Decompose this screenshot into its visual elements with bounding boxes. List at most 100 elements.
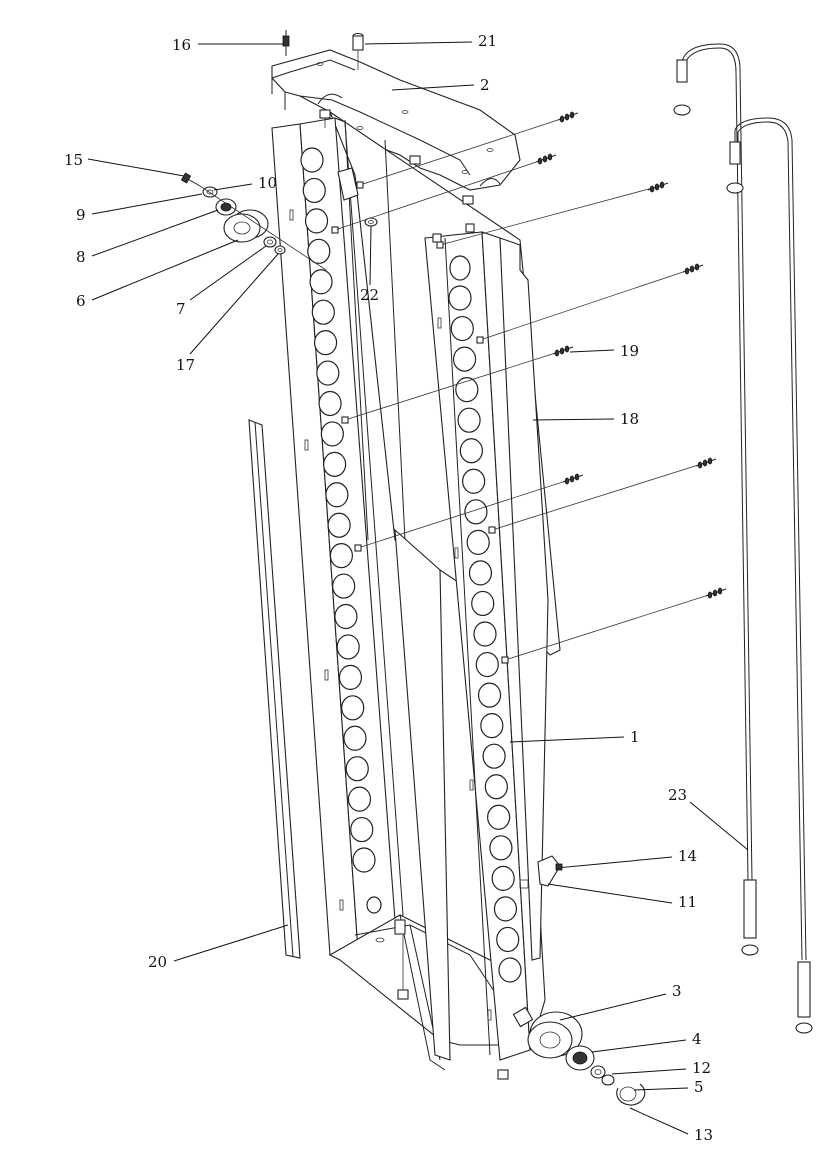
cup-hole xyxy=(496,926,520,953)
callout-number-9: 9 xyxy=(76,206,86,224)
screw-icon xyxy=(436,181,669,249)
circlip-icon xyxy=(616,1083,646,1106)
cup-hole xyxy=(311,299,335,325)
cup-hole xyxy=(450,315,474,342)
bearing-icon xyxy=(565,1045,595,1071)
callout-number-23: 23 xyxy=(668,786,687,804)
cup-hole xyxy=(455,377,479,403)
nut-icon xyxy=(497,1069,509,1080)
cup-hole xyxy=(341,695,365,721)
callout-number-21: 21 xyxy=(478,32,497,50)
screw-icon xyxy=(354,473,584,552)
cup-hole xyxy=(338,664,363,690)
cup-hole xyxy=(347,786,372,812)
leader-line-4 xyxy=(591,1039,687,1053)
callout-number-18: 18 xyxy=(620,410,639,428)
leader-line-21 xyxy=(364,41,473,45)
cup-hole xyxy=(300,147,324,173)
callout-number-2: 2 xyxy=(480,76,490,94)
nut-icon xyxy=(364,217,378,227)
callout-number-13: 13 xyxy=(694,1126,713,1144)
leader-line-13 xyxy=(629,1107,689,1135)
callout-number-17: 17 xyxy=(176,356,195,374)
cup-hole xyxy=(332,573,356,599)
leader-line-8 xyxy=(91,209,219,257)
cup-hole xyxy=(489,835,513,861)
nut-icon xyxy=(462,195,474,205)
washer-icon xyxy=(202,186,218,198)
strip-part xyxy=(248,419,301,959)
cup-hole xyxy=(316,360,340,386)
sensor-probe-left xyxy=(673,43,759,956)
cup-hole xyxy=(464,499,488,525)
clip-icon xyxy=(337,167,359,201)
ring-icon xyxy=(590,1065,606,1079)
ring-icon xyxy=(601,1074,615,1086)
leader-line-10 xyxy=(213,183,253,191)
nut-icon xyxy=(432,233,442,243)
callout-number-4: 4 xyxy=(692,1030,702,1048)
screw-icon xyxy=(488,457,717,534)
top-screw-hardware xyxy=(282,30,475,243)
callout-number-6: 6 xyxy=(76,292,86,310)
leader-line-7 xyxy=(189,245,267,301)
leader-line-2 xyxy=(391,84,475,91)
leader-line-18 xyxy=(532,418,615,421)
cup-hole xyxy=(473,621,497,647)
latch-hardware xyxy=(537,855,579,887)
leader-lines xyxy=(87,41,749,1135)
cup-hole xyxy=(459,438,483,464)
callout-number-12: 12 xyxy=(692,1059,711,1077)
callout-number-14: 14 xyxy=(678,847,697,865)
cup-hole xyxy=(475,651,499,678)
cup-hole xyxy=(466,529,490,555)
leader-line-12 xyxy=(611,1068,687,1075)
cup-hole xyxy=(309,269,333,295)
callout-number-20: 20 xyxy=(148,953,167,971)
callout-number-7: 7 xyxy=(176,300,186,318)
nut-icon xyxy=(465,223,475,233)
cup-hole xyxy=(449,255,471,281)
screw-icon xyxy=(476,263,704,344)
leader-line-1 xyxy=(509,736,625,743)
left-hole-column xyxy=(300,147,382,914)
left-hardware-stack xyxy=(180,172,327,271)
leader-line-22 xyxy=(369,225,372,286)
leader-line-5 xyxy=(633,1087,689,1091)
nut-icon xyxy=(397,935,409,1000)
screw-icon xyxy=(501,587,727,664)
cup-hole xyxy=(336,634,360,660)
cup-hole xyxy=(487,804,511,830)
leader-line-9 xyxy=(91,193,203,215)
cup-hole xyxy=(323,451,347,477)
cup-hole xyxy=(491,865,515,891)
nut-icon xyxy=(263,236,277,248)
top-bracket-part xyxy=(271,49,521,191)
nut-icon xyxy=(274,245,286,255)
cup-hole xyxy=(366,896,382,914)
screw-icon xyxy=(341,345,574,424)
nut-icon xyxy=(409,155,421,165)
cup-hole xyxy=(334,603,358,630)
cup-hole xyxy=(327,512,351,538)
bolt-icon xyxy=(180,172,201,187)
leader-line-14 xyxy=(577,856,673,867)
leader-line-3 xyxy=(559,993,667,1021)
cup-hole xyxy=(477,682,502,708)
cup-hole xyxy=(350,816,374,843)
bearing-icon xyxy=(215,198,237,216)
sensor-probe-right xyxy=(726,117,813,1034)
left-channel-rail xyxy=(271,117,404,956)
nut-icon xyxy=(319,109,331,128)
callout-number-15: 15 xyxy=(64,151,83,169)
callout-number-11: 11 xyxy=(678,893,697,911)
cup-hole xyxy=(468,560,493,586)
leader-line-20 xyxy=(173,924,289,962)
screw-icon xyxy=(282,30,290,56)
cup-hole xyxy=(471,590,495,617)
cup-hole xyxy=(498,957,522,983)
callout-number-10: 10 xyxy=(258,174,277,192)
cup-hole xyxy=(457,407,481,433)
